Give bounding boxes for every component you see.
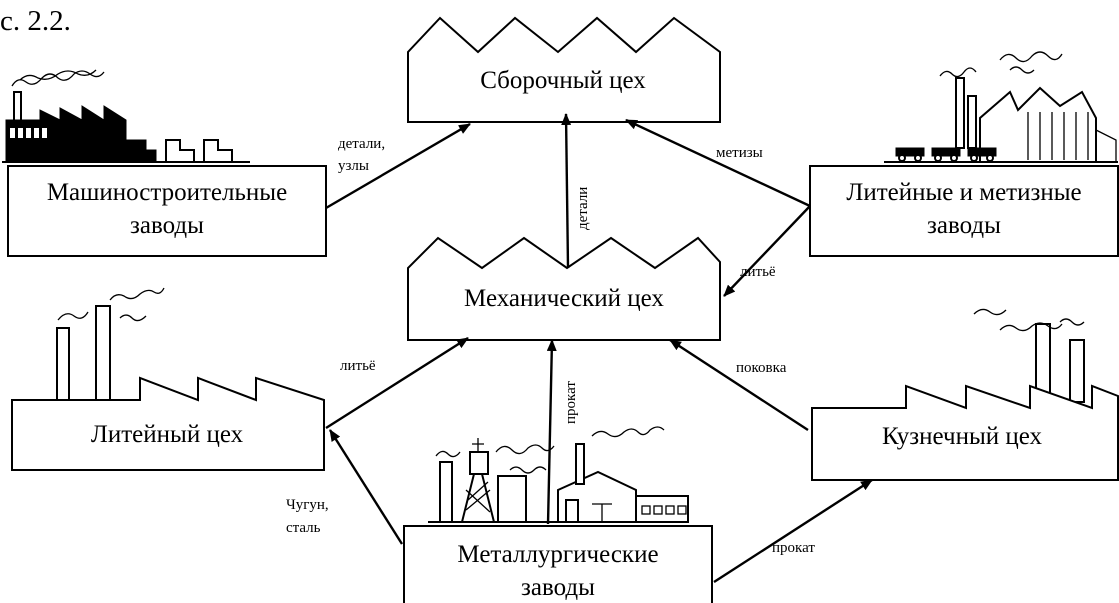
assembly-shop-label: Сборочный цех — [480, 67, 646, 94]
metallurgical-plants-label-line1: Металлургические — [457, 541, 658, 568]
edge-label-hardware: метизы — [716, 145, 763, 161]
arrow-mechanical-to-assembly — [561, 113, 572, 269]
edge-label-rolled-right: прокат — [772, 540, 815, 556]
mechanical-shop-node: Механический цех — [407, 236, 721, 341]
metallurgical-plants-label-line2: заводы — [521, 574, 595, 601]
arrow-forge-to-mechanical — [669, 338, 809, 432]
metallurgical-plants-node: Металлургические заводы — [403, 426, 713, 603]
machine-plants-box — [7, 165, 327, 257]
arrow-metallurgical-to-forge — [713, 478, 873, 584]
arrow-machine-to-assembly — [325, 122, 471, 210]
machine-plants-node: Машиностроительные заводы — [2, 69, 327, 257]
machine-plants-label-line1: Машиностроительные — [47, 179, 287, 206]
figure-caption: с. 2.2. — [0, 5, 71, 37]
assembly-shop-node: Сборочный цех — [407, 16, 721, 123]
arrow-hardware-to-assembly — [625, 118, 811, 208]
metallurgical-plants-box — [403, 525, 713, 603]
edge-label-parts-2: узлы — [338, 158, 369, 174]
arrow-metallurgical-to-foundry — [328, 429, 404, 545]
edge-label-castings-left: литьё — [340, 358, 376, 374]
edge-label-iron-steel-2: сталь — [286, 520, 321, 536]
metallurgical-plant-illustration-icon — [428, 426, 689, 523]
forge-shop-node: Кузнечный цех — [811, 308, 1119, 481]
casting-hardware-plants-node: Литейные и метизные заводы — [809, 51, 1119, 257]
machine-plants-label-line2: заводы — [130, 212, 204, 239]
forge-shop-label: Кузнечный цех — [882, 423, 1043, 450]
industrial-plant-illustration-icon — [884, 51, 1118, 163]
arrow-metallurgical-to-mechanical — [546, 339, 557, 525]
casting-hardware-plants-box — [809, 165, 1119, 257]
edge-label-iron-steel-1: Чугун, — [286, 497, 329, 513]
arrow-foundry-to-mechanical — [325, 336, 469, 430]
mechanical-shop-label: Механический цех — [464, 285, 664, 312]
smokestack-icon — [973, 308, 1085, 403]
edge-label-forging: поковка — [736, 360, 787, 376]
edge-label-castings-right: литьё — [740, 264, 776, 280]
foundry-shop-node: Литейный цех — [11, 287, 325, 471]
edge-label-parts-vertical: детали — [575, 187, 591, 230]
arrow-casting-to-mechanical — [723, 205, 811, 297]
foundry-shop-label: Литейный цех — [91, 421, 244, 448]
casting-hardware-plants-label-line1: Литейные и метизные — [846, 179, 1081, 206]
casting-hardware-plants-label-line2: заводы — [927, 212, 1001, 239]
factory-illustration-icon — [2, 69, 250, 163]
edge-label-parts-1: детали, — [338, 136, 385, 152]
edge-label-rolled-vertical: прокат — [563, 381, 579, 424]
